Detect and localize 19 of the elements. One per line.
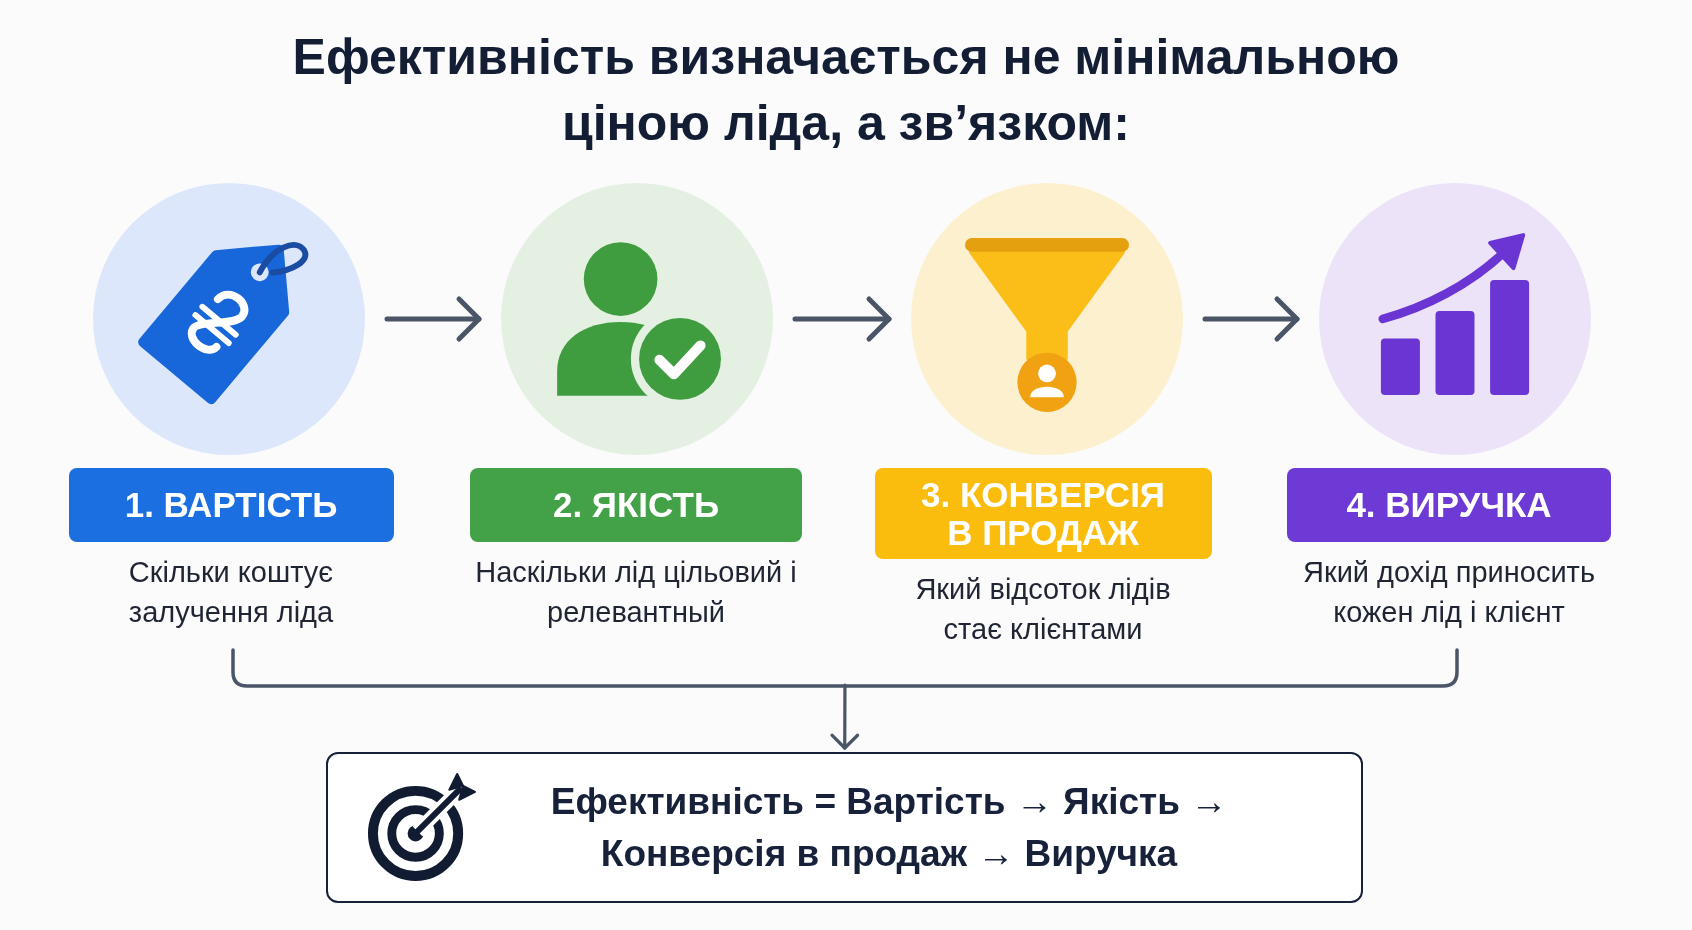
title: Ефективність визначається не мінімальною ціною ліда, а зв’язком: <box>291 28 1401 153</box>
arrow <box>1202 296 1300 342</box>
bracket <box>231 648 1459 688</box>
step-title: 1. ВАРТІСТЬ <box>124 486 338 524</box>
formula-text: Ефективність = Вартість → Якість → Конверсія в продаж → Виручка <box>549 779 1229 876</box>
step-description: Скільки коштує залучення ліда <box>127 555 335 630</box>
step-description: Який дохід приносить кожен лід і клієнт <box>1302 555 1596 630</box>
step-label <box>874 468 1212 559</box>
arrow <box>384 296 482 342</box>
step-label <box>1287 468 1611 542</box>
step-title: 3. КОНВЕРСІЯ В ПРОДАЖ <box>920 475 1166 552</box>
step-label <box>470 468 802 542</box>
step-title: 4. ВИРУЧКА <box>1346 486 1552 524</box>
step-title: 2. ЯКІСТЬ <box>552 486 720 524</box>
arrow <box>792 296 892 342</box>
step-label <box>68 468 394 542</box>
formula-box <box>326 752 1363 903</box>
step-description: Який відсоток лідів стає клієнтами <box>914 572 1172 647</box>
step-description: Наскільки лід цільовий і релевантный <box>474 555 798 630</box>
